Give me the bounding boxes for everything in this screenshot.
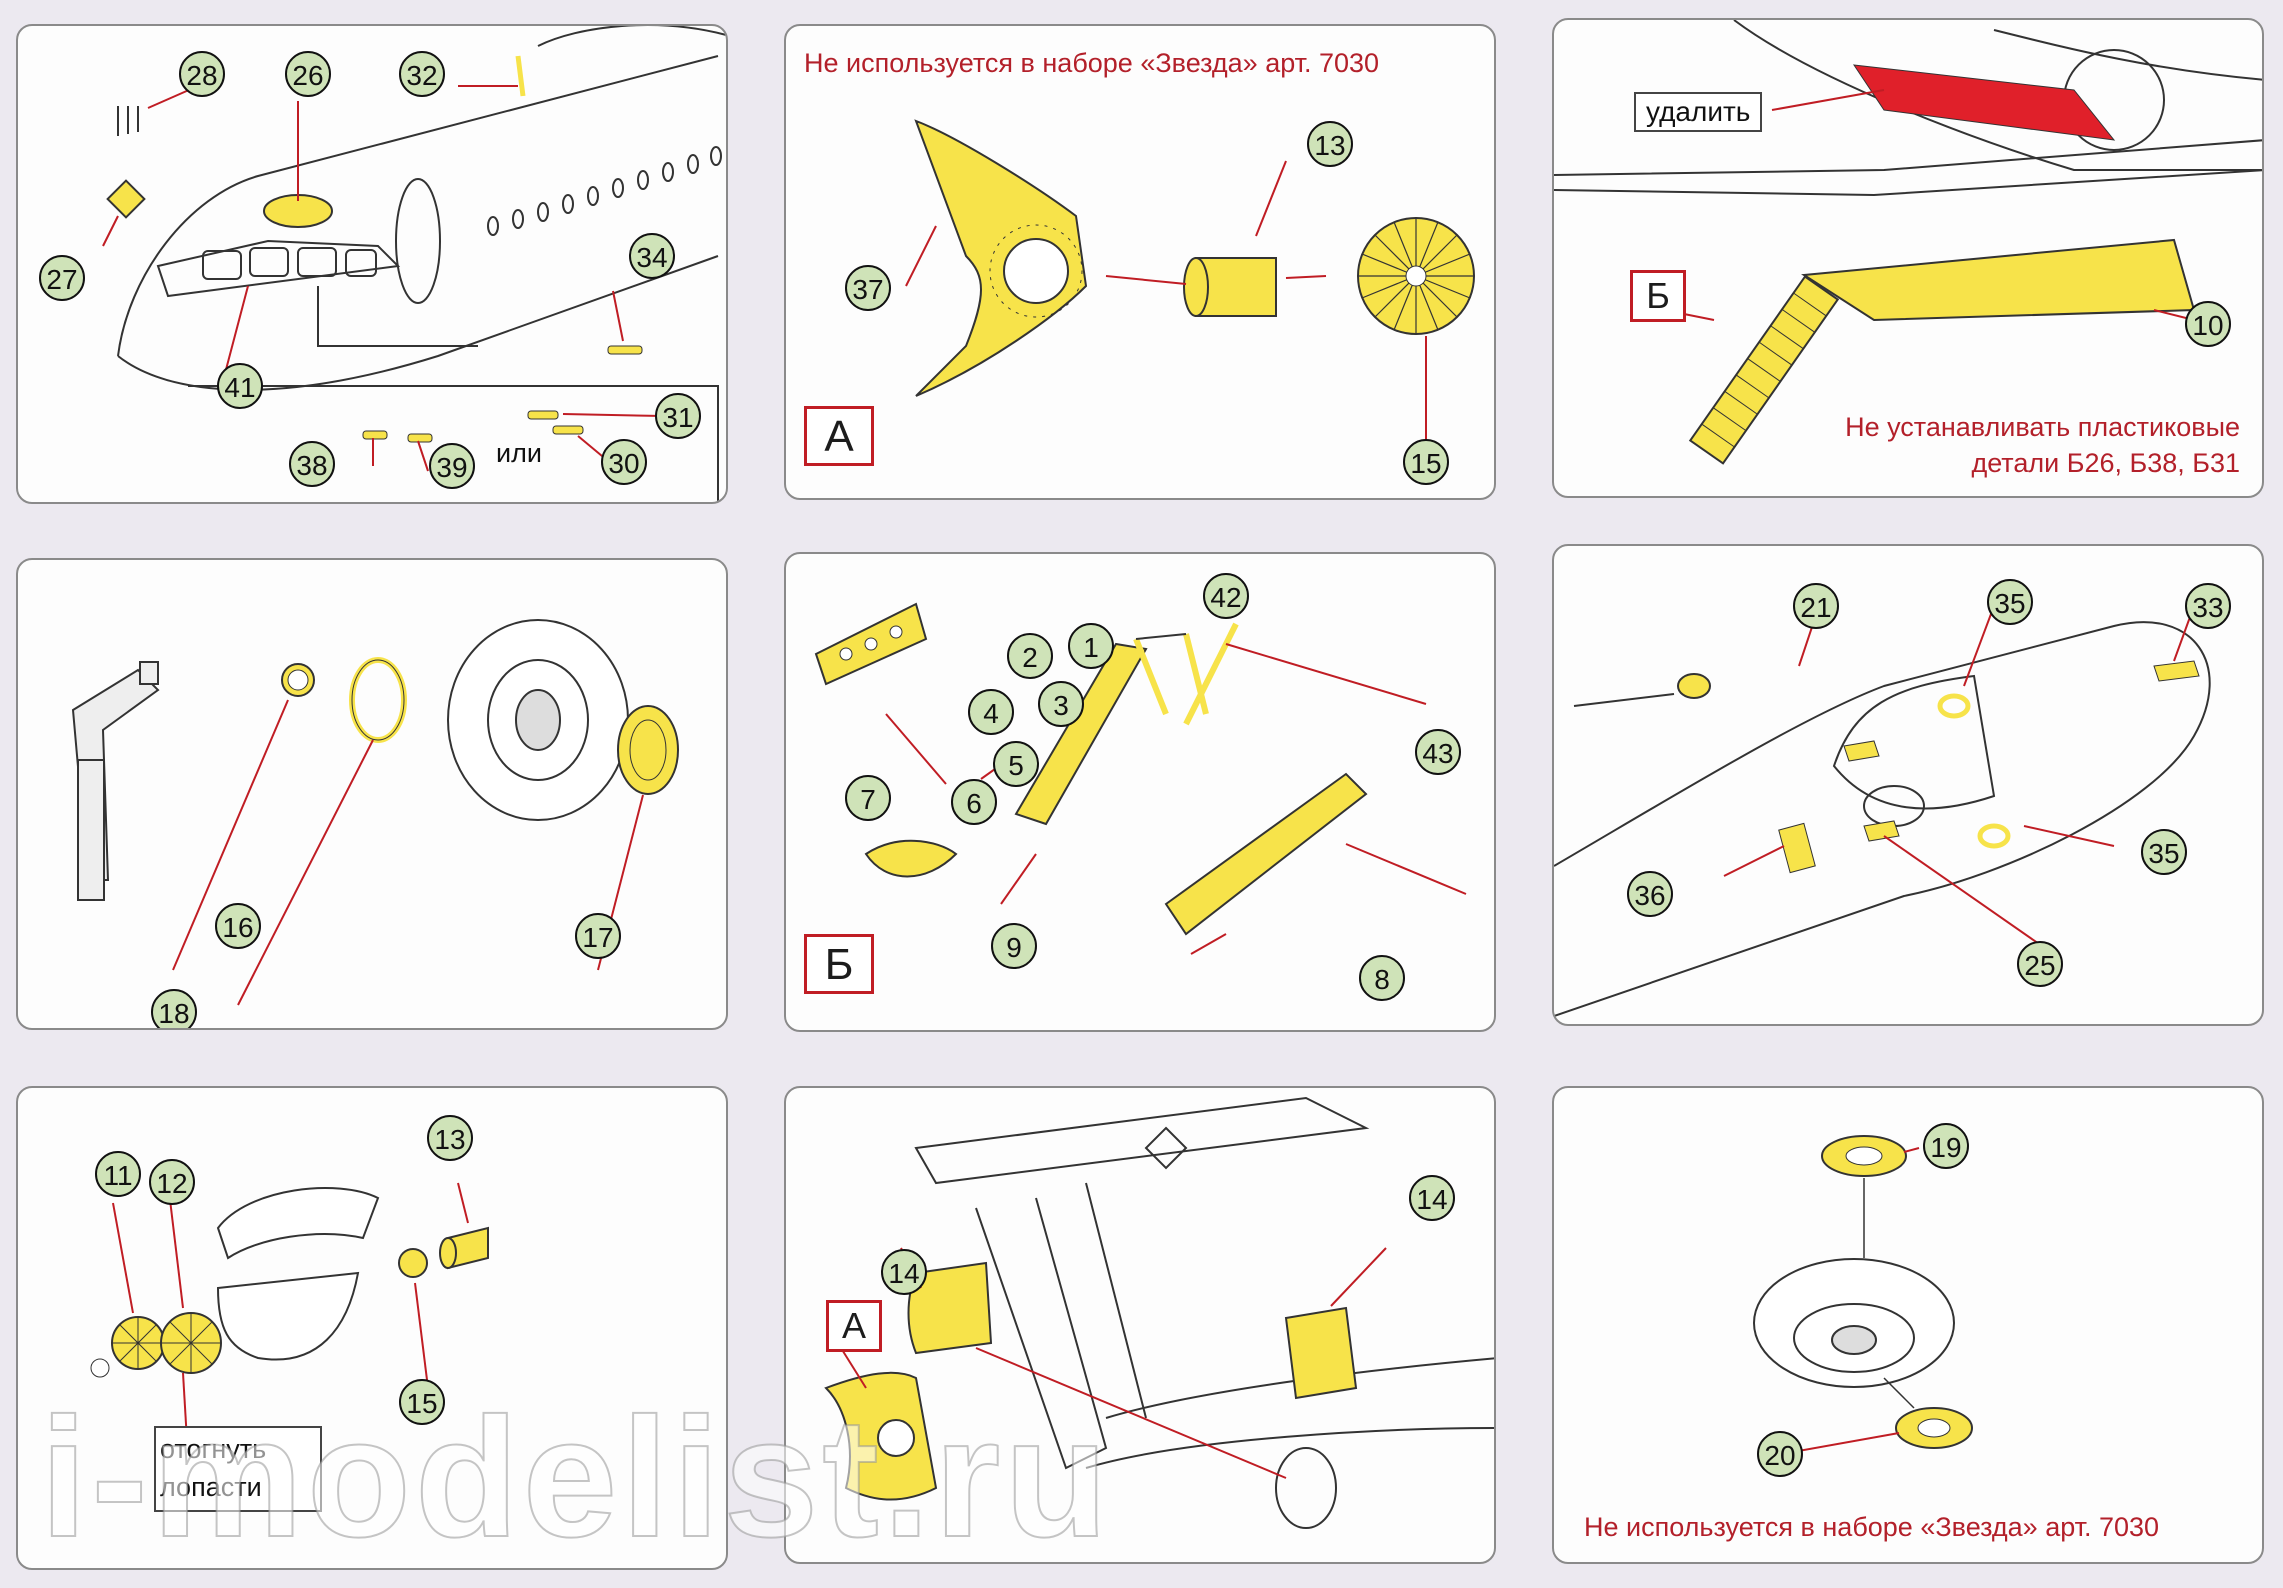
callout-37: 37 bbox=[845, 265, 891, 311]
flap-drawing bbox=[814, 602, 1467, 955]
panel-nose-wheel: 19 20 Не используется в наборе «Звезда» … bbox=[1552, 1086, 2264, 1564]
not-used-note: Не используется в наборе «Звезда» арт. 7… bbox=[804, 48, 1380, 78]
callout-33: 33 bbox=[2185, 583, 2231, 629]
callout-42: 42 bbox=[1203, 573, 1249, 619]
bend-blades-label-1: отогнуть bbox=[160, 1434, 267, 1464]
callout-4: 4 bbox=[968, 689, 1014, 735]
do-not-install-note-2: детали Б26, Б38, Б31 bbox=[1971, 448, 2240, 478]
nose-wheel-drawing bbox=[1753, 1135, 1973, 1459]
callout-2: 2 bbox=[1007, 633, 1053, 679]
callout-8: 8 bbox=[1359, 955, 1405, 1001]
callout-17: 17 bbox=[575, 913, 621, 959]
step-label-a: А bbox=[826, 1300, 882, 1352]
callout-35-bottom: 35 bbox=[2141, 829, 2187, 875]
nozzle-drawing bbox=[905, 119, 1475, 446]
callout-28: 28 bbox=[179, 51, 225, 97]
callout-15: 15 bbox=[1403, 439, 1449, 485]
callout-27: 27 bbox=[39, 255, 85, 301]
callout-13: 13 bbox=[427, 1115, 473, 1161]
callout-39: 39 bbox=[429, 443, 475, 489]
callout-5: 5 bbox=[993, 741, 1039, 787]
callout-30: 30 bbox=[601, 439, 647, 485]
callout-36: 36 bbox=[1627, 871, 1673, 917]
callout-11: 11 bbox=[95, 1151, 141, 1197]
or-label: или bbox=[496, 438, 542, 468]
callout-1: 1 bbox=[1068, 623, 1114, 669]
callout-14-left: 14 bbox=[881, 1249, 927, 1295]
callout-32: 32 bbox=[399, 51, 445, 97]
callout-31: 31 bbox=[655, 393, 701, 439]
callout-13: 13 bbox=[1307, 121, 1353, 167]
bend-blades-label-2: лопасти bbox=[160, 1472, 262, 1502]
callout-38: 38 bbox=[289, 441, 335, 487]
panel-wheel: 18 16 17 bbox=[16, 558, 728, 1030]
callout-25: 25 bbox=[2017, 941, 2063, 987]
panel-cowling: 21 35 33 36 35 25 bbox=[1552, 544, 2264, 1026]
cowling-drawing bbox=[1554, 605, 2211, 1017]
not-used-note: Не используется в наборе «Звезда» арт. 7… bbox=[1584, 1512, 2160, 1542]
callout-14-right: 14 bbox=[1409, 1175, 1455, 1221]
callout-6: 6 bbox=[951, 779, 997, 825]
callout-35-top: 35 bbox=[1987, 579, 2033, 625]
delete-label: удалить bbox=[1634, 92, 1763, 132]
panel-flap-parts: 42 2 1 3 4 5 6 7 9 8 43 Б bbox=[784, 552, 1496, 1032]
callout-7: 7 bbox=[845, 775, 891, 821]
callout-20: 20 bbox=[1757, 1431, 1803, 1477]
callout-19: 19 bbox=[1923, 1123, 1969, 1169]
callout-21: 21 bbox=[1793, 583, 1839, 629]
callout-26: 26 bbox=[285, 51, 331, 97]
panel-ladder: удалить Б 10 Не устанавливать пластиковы… bbox=[1552, 18, 2264, 498]
callout-16: 16 bbox=[215, 903, 261, 949]
panel-engine-fan: 13 11 12 15 отогнуть лопасти bbox=[16, 1086, 728, 1570]
panel-tail-engine: 14 14 А bbox=[784, 1086, 1496, 1564]
callout-41: 41 bbox=[217, 363, 263, 409]
step-label-b: Б bbox=[804, 934, 874, 994]
do-not-install-note-1: Не устанавливать пластиковые bbox=[1845, 412, 2240, 442]
callout-15: 15 bbox=[399, 1379, 445, 1425]
ladder-drawing bbox=[1554, 20, 2262, 465]
callout-18: 18 bbox=[151, 989, 197, 1028]
panel-engine-nozzle: Не используется в наборе «Звезда» арт. 7… bbox=[784, 24, 1496, 500]
step-label-a: А bbox=[804, 406, 874, 466]
step-label-b: Б bbox=[1630, 270, 1686, 322]
bend-blades-box bbox=[154, 1426, 322, 1512]
callout-10: 10 bbox=[2185, 301, 2231, 347]
callout-34: 34 bbox=[629, 233, 675, 279]
tail-drawing bbox=[824, 1096, 1494, 1529]
callout-12: 12 bbox=[149, 1159, 195, 1205]
panel-nose-cockpit: 28 26 32 27 34 41 31 38 39 30 или bbox=[16, 24, 728, 504]
callout-43: 43 bbox=[1415, 729, 1461, 775]
callout-9: 9 bbox=[991, 923, 1037, 969]
wheel-drawing bbox=[71, 619, 679, 1006]
callout-3: 3 bbox=[1038, 681, 1084, 727]
nose-drawing bbox=[102, 26, 726, 502]
